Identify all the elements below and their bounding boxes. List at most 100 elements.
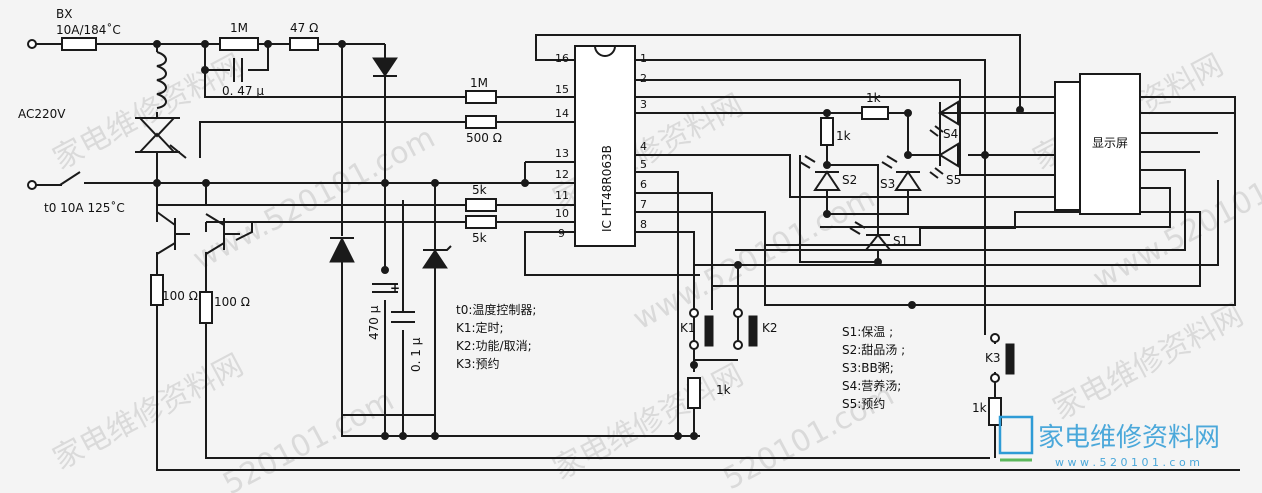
watermark-text: www.520101.com — [627, 180, 881, 337]
display-label: 显示屏 — [1092, 136, 1128, 150]
display-module: 显示屏 — [1054, 73, 1141, 215]
switch-k2 — [748, 315, 758, 347]
junctions — [153, 40, 1024, 440]
capacitor-047u — [233, 58, 243, 82]
led-s2-label: S2 — [842, 173, 857, 187]
r-100-a-label: 100 Ω — [162, 289, 198, 303]
watermark-text: 家电维修资料网 — [47, 48, 249, 177]
fuse-ref-label: BX — [56, 7, 72, 21]
r-1k-k3-label: 1k — [972, 401, 987, 415]
fuse-rating-label: 10A/184˚C — [56, 22, 121, 37]
resistor-47ohm — [289, 37, 319, 51]
r-1k-vert-label: 1k — [836, 129, 851, 143]
r-5k-a-label: 5k — [472, 183, 487, 197]
ic-pin-label: 2 — [640, 72, 647, 85]
ic-pin-label: 10 — [555, 207, 569, 220]
resistor-500ohm — [465, 115, 497, 129]
resistor-100ohm-b — [199, 291, 213, 324]
ic-label: IC HT48R063B — [600, 145, 614, 232]
resistor-5k-b — [465, 215, 497, 229]
ic-pin-label: 7 — [640, 198, 647, 211]
r-5k-b-label: 5k — [472, 231, 487, 245]
r-47-label: 47 Ω — [290, 21, 318, 35]
ic-pin-label: 14 — [555, 107, 569, 120]
k1-label: K1 — [680, 321, 696, 335]
resistor-5k-a — [465, 198, 497, 212]
site-logo: 家电维修资料网 w w w . 5 2 0 1 0 1 . c o m — [998, 415, 1220, 469]
r-100-b-label: 100 Ω — [214, 295, 250, 309]
labels: BX 10A/184˚C AC220V t0 10A 125˚C 1M 0. 4… — [18, 7, 1001, 415]
watermark-text: 520101.com — [217, 383, 400, 493]
triac — [135, 117, 180, 153]
legend-right-item: S5:预约 — [842, 396, 885, 411]
capacitor-470u — [372, 283, 398, 293]
ic-pin-label: 12 — [555, 168, 569, 181]
resistor-1k-vertical — [820, 117, 834, 146]
ic-pin-label: 1 — [640, 52, 647, 65]
led-s1 — [849, 221, 893, 251]
c-047-label: 0. 47 μ — [222, 84, 264, 98]
r-1m-top-label: 1M — [230, 21, 248, 35]
ic-pin-label: 4 — [640, 140, 647, 153]
c-01-label: 0. 1 μ — [409, 337, 423, 372]
logo-site-name: 家电维修资料网 — [1038, 423, 1220, 453]
transistor-1 — [156, 211, 190, 255]
led-s1-label: S1 — [893, 234, 908, 248]
k2-label: K2 — [762, 321, 778, 335]
legend-right-item: S1:保温 ; — [842, 325, 893, 339]
ic-pin-label: 8 — [640, 218, 647, 231]
resistor-1k-k3 — [988, 397, 1002, 426]
ic-pin-label: 9 — [558, 227, 565, 240]
inductor — [156, 51, 167, 109]
ic-pin-label: 16 — [555, 52, 569, 65]
ic-pin-label: 6 — [640, 178, 647, 191]
legend-right-item: S4:营养汤; — [842, 378, 901, 393]
led-s4-label: S4 — [943, 127, 958, 141]
k3-label: K3 — [985, 351, 1001, 365]
resistor-1k-k1 — [687, 377, 701, 409]
terminals — [27, 39, 1000, 383]
ic-pin-label: 11 — [555, 189, 569, 202]
ic-pin-label: 13 — [555, 147, 569, 160]
ic-pin-label: 15 — [555, 83, 569, 96]
r-1m-in-label: 1M — [470, 76, 488, 90]
diode-top — [372, 57, 398, 77]
watermark-text: 520101.com — [717, 378, 900, 493]
legend-right-item: S3:BB粥; — [842, 361, 894, 375]
resistor-1m-input — [465, 90, 497, 104]
resistor-1k-led — [861, 106, 889, 120]
thermostat-label: t0 10A 125˚C — [44, 200, 125, 215]
capacitor-01u — [391, 311, 415, 323]
resistor-100ohm-a — [150, 274, 164, 306]
diode-left — [329, 236, 355, 263]
watermark-text: 家电维修资料网 — [1047, 298, 1249, 427]
led-s2 — [799, 155, 841, 191]
fuse — [61, 37, 97, 51]
c-470-label: 470 μ — [367, 305, 381, 340]
legend-left-item: K3:预约 — [456, 356, 500, 371]
led-s5-label: S5 — [946, 173, 961, 187]
led-s3-label: S3 — [880, 177, 895, 191]
legend-left-item: K2:功能/取消; — [456, 339, 532, 353]
logo-url: w w w . 5 2 0 1 0 1 . c o m — [1055, 456, 1200, 469]
legend-left-item: K1:定时; — [456, 320, 504, 335]
c-470-plus-label: + — [390, 281, 400, 295]
r-500-label: 500 Ω — [466, 131, 502, 145]
ic-pin-label: 3 — [640, 98, 647, 111]
r-1k-k1-label: 1k — [716, 383, 731, 397]
r-1k-led-label: 1k — [866, 91, 881, 105]
legend-right-item: S2:甜品汤 ; — [842, 343, 905, 357]
ic-chip: IC HT48R063B — [574, 45, 636, 247]
mains-label: AC220V — [18, 107, 66, 121]
transistor-2 — [205, 213, 240, 255]
led-s4 — [929, 100, 959, 137]
led-s3 — [881, 155, 922, 191]
led-s5 — [929, 142, 959, 179]
zener-diode — [422, 249, 448, 269]
legend-left-item: t0:温度控制器; — [456, 302, 536, 317]
switch-k3 — [1005, 343, 1015, 375]
ic-pin-label: 5 — [640, 158, 647, 171]
resistor-1m — [219, 37, 259, 51]
switch-k1 — [704, 315, 714, 347]
